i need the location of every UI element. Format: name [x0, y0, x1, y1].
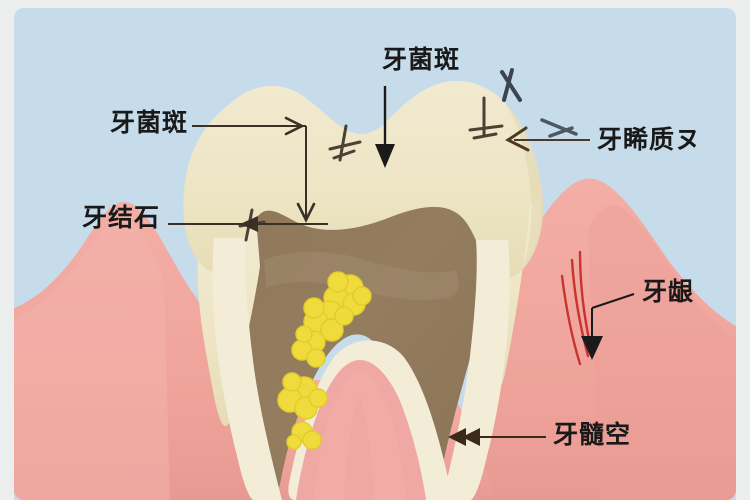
arrowhead-calculus — [240, 216, 258, 232]
dental-diagram-svg — [14, 8, 736, 500]
label-cementum: 牙睎质ヌ — [597, 126, 702, 154]
leader-lines — [168, 86, 635, 446]
inflammation-lines — [560, 250, 592, 366]
arrowhead-gingiva — [581, 336, 603, 360]
leader-plaque-top — [375, 86, 395, 168]
label-pulp-cavity: 牙髓空 — [553, 421, 632, 449]
bristle-marks — [238, 68, 578, 242]
arrowhead-pulp — [448, 428, 480, 446]
label-plaque-left: 牙菌斑 — [110, 109, 189, 137]
pulp-chamber — [296, 360, 426, 500]
leader-gingiva — [591, 293, 635, 338]
label-gingiva: 牙龈 — [642, 278, 695, 306]
calculus-deposits — [277, 271, 372, 450]
label-calculus: 牙结石 — [82, 204, 161, 232]
illustration-panel: 牙菌斑 牙菌斑 牙结石 牙睎质ヌ 牙龈 牙髓空 — [14, 8, 736, 500]
arrowhead-plaque-left — [284, 116, 316, 223]
label-plaque-top: 牙菌斑 — [382, 46, 461, 74]
leader-plaque-left — [192, 125, 307, 220]
arrowhead-cementum — [505, 126, 530, 152]
